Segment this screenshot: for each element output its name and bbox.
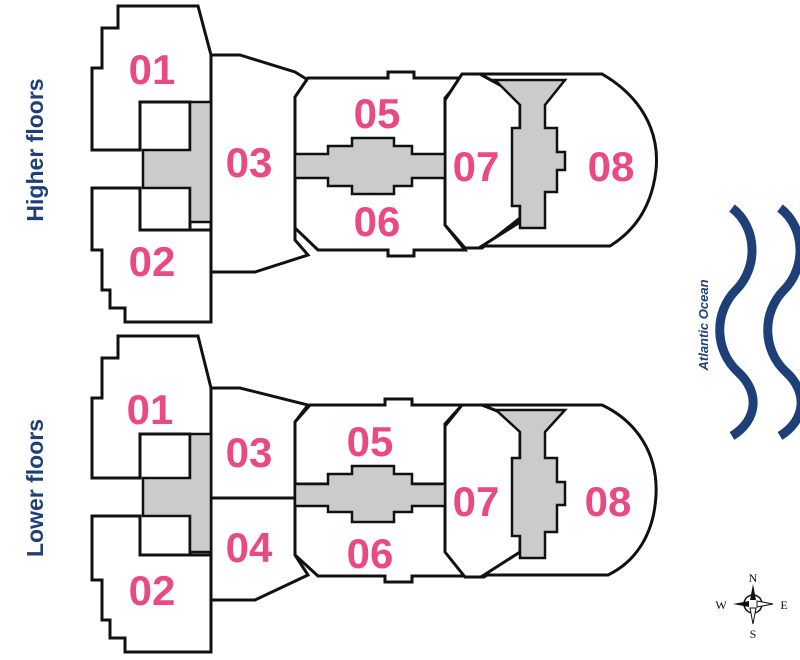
compass-north-label: N	[749, 571, 758, 585]
ocean-waves	[715, 204, 800, 440]
lower-unit-03-label: 03	[226, 429, 273, 476]
lower-core-east	[492, 408, 568, 560]
lower-unit-06-label: 06	[347, 530, 394, 577]
lower-floors-plan	[90, 334, 658, 654]
higher-core-east	[491, 78, 568, 230]
lower-unit-01-label: 01	[127, 386, 174, 433]
lower-unit-02-label: 02	[129, 567, 176, 614]
lower-floors-label: Lower floors	[22, 419, 48, 557]
lower-unit-05-label: 05	[347, 418, 394, 465]
compass-south-label: S	[750, 627, 757, 641]
higher-unit-07-label: 07	[453, 143, 500, 190]
wave-icon	[715, 204, 758, 440]
higher-unit-08-label: 08	[588, 143, 635, 190]
higher-unit-02-label: 02	[129, 238, 176, 285]
wave-icon	[763, 204, 800, 440]
compass-west-label: W	[715, 598, 727, 612]
higher-core-west	[141, 100, 213, 224]
higher-unit-03-label: 03	[226, 139, 273, 186]
higher-unit-01-label: 01	[129, 46, 176, 93]
compass-east-label: E	[780, 598, 787, 612]
lower-unit-02-outline[interactable]	[90, 514, 213, 654]
compass-rose-icon: N S W E	[715, 571, 787, 641]
higher-floors-label: Higher floors	[22, 78, 48, 221]
higher-corridor-center	[293, 136, 447, 196]
lower-unit-04-label: 04	[226, 524, 273, 571]
lower-core-west	[141, 432, 213, 554]
lower-unit-08-label: 08	[585, 478, 632, 525]
higher-floors-plan	[90, 4, 659, 324]
lower-corridor-center	[293, 464, 447, 524]
lower-unit-07-label: 07	[453, 478, 500, 525]
higher-unit-05-label: 05	[354, 90, 401, 137]
ocean-label: Atlantic Ocean	[696, 279, 711, 371]
lower-unit-labels: 01 02 03 04 05 06 07 08	[127, 386, 632, 614]
higher-unit-02-outline[interactable]	[90, 186, 213, 324]
higher-unit-labels: 01 02 03 05 06 07 08	[129, 46, 635, 285]
higher-unit-06-label: 06	[354, 198, 401, 245]
